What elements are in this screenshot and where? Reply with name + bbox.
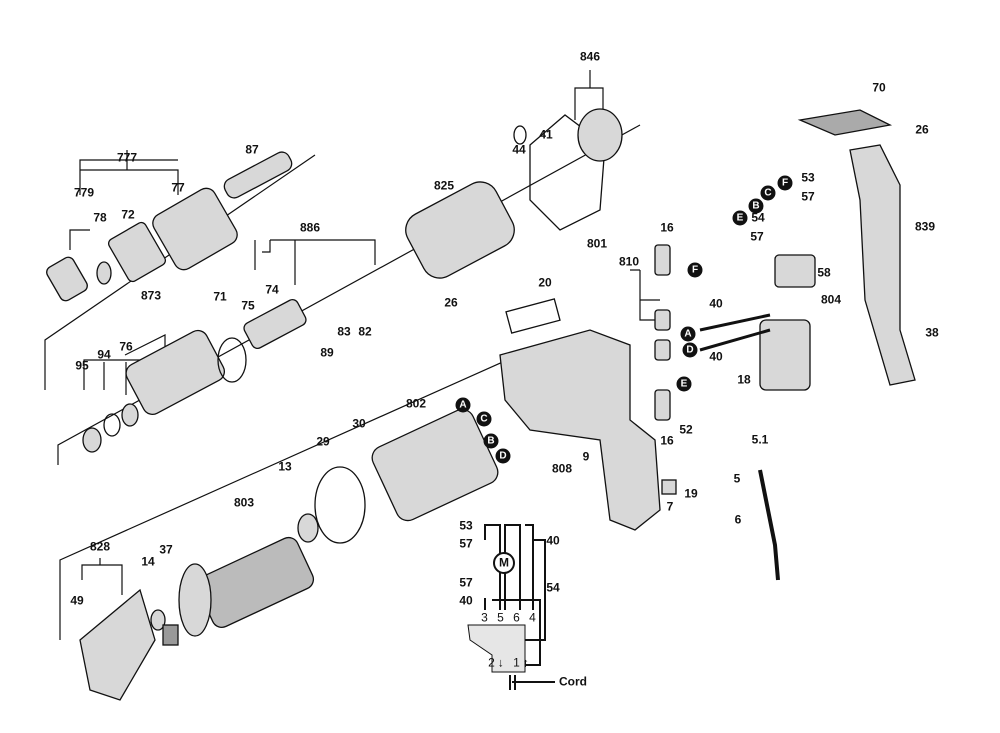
part-number-label: 40	[709, 349, 723, 364]
part-number-label: 70	[872, 80, 886, 95]
part-number-label: 77	[171, 180, 185, 195]
part-number-label: 78	[93, 210, 107, 225]
part-number-label: 30	[352, 416, 366, 431]
part-number-label: 6	[734, 512, 742, 527]
part-number-label: 803	[233, 495, 255, 510]
part-number-label: 14	[141, 554, 155, 569]
connector-letter-badge: F	[777, 175, 793, 191]
part-number-label: 801	[586, 236, 608, 251]
connector-letter-badge: D	[682, 342, 698, 358]
part-number-label: 89	[320, 345, 334, 360]
part-number-label: 839	[914, 219, 936, 234]
part-number-label: 846	[579, 49, 601, 64]
motor-symbol-label: M	[499, 555, 509, 570]
part-number-label: 779	[73, 185, 95, 200]
part-number-label: 7	[666, 499, 674, 514]
wiring-label: 40	[459, 593, 473, 608]
part-number-label: 57	[801, 189, 815, 204]
part-number-label: 16	[660, 220, 674, 235]
wiring-schematic	[467, 524, 555, 690]
connector-letter-badge: C	[476, 411, 492, 427]
part-number-label: 5.1	[751, 432, 769, 447]
part-number-label: 95	[75, 358, 89, 373]
part-number-label: 810	[618, 254, 640, 269]
part-number-label: 44	[512, 142, 526, 157]
connector-letter-badge: B	[483, 433, 499, 449]
part-number-label: 873	[140, 288, 162, 303]
connector-letter-badge: E	[732, 210, 748, 226]
part-number-label: 13	[278, 459, 292, 474]
part-number-label: 58	[817, 265, 831, 280]
part-number-label: 29	[316, 434, 330, 449]
part-number-label: 26	[444, 295, 458, 310]
part-number-label: 41	[539, 127, 553, 142]
part-number-label: 19	[684, 486, 698, 501]
part-number-label: 5	[733, 471, 741, 486]
part-number-label: 802	[405, 396, 427, 411]
panel-line-bottom	[59, 351, 526, 640]
part-number-label: 40	[709, 296, 723, 311]
wiring-label: 40	[546, 533, 560, 548]
part-number-label: 9	[582, 449, 590, 464]
part-number-label: 804	[820, 292, 842, 307]
connector-letter-badge: C	[760, 185, 776, 201]
wiring-label: 53	[459, 518, 473, 533]
part-number-label: 808	[551, 461, 573, 476]
connector-letter-badge: A	[455, 397, 471, 413]
part-number-label: 16	[660, 433, 674, 448]
part-number-label: 49	[70, 593, 84, 608]
connector-letter-badge: B	[748, 198, 764, 214]
part-number-label: 53	[801, 170, 815, 185]
part-number-label: 74	[265, 282, 279, 297]
part-number-label: 18	[737, 372, 751, 387]
part-number-label: 75	[241, 298, 255, 313]
connector-letter-badge: A	[680, 326, 696, 342]
switch-terminal-numbers: 2↓ 1↑	[488, 655, 532, 670]
part-number-label: 825	[433, 178, 455, 193]
wiring-label: 57	[459, 575, 473, 590]
part-number-label: 54	[751, 210, 765, 225]
part-number-label: 82	[358, 324, 372, 339]
part-number-label: 828	[89, 539, 111, 554]
part-number-label: 57	[750, 229, 764, 244]
part-number-label: 886	[299, 220, 321, 235]
wiring-label: 54	[546, 580, 560, 595]
part-number-label: 20	[538, 275, 552, 290]
part-number-label: 37	[159, 542, 173, 557]
part-number-label: 52	[679, 422, 693, 437]
part-number-label: 72	[121, 207, 135, 222]
part-number-label: 76	[119, 339, 133, 354]
cord-label: Cord	[559, 674, 587, 689]
connector-letter-badge: E	[676, 376, 692, 392]
connector-letter-badge: F	[687, 262, 703, 278]
terminal-numbers: 3 5 6 4	[481, 610, 539, 625]
part-number-label: 83	[337, 324, 351, 339]
part-number-label: 38	[925, 325, 939, 340]
part-number-label: 94	[97, 347, 111, 362]
connector-letter-badge: D	[495, 448, 511, 464]
part-number-label: 777	[116, 150, 138, 165]
wiring-label: 57	[459, 536, 473, 551]
part-number-label: 71	[213, 289, 227, 304]
part-number-label: 87	[245, 142, 259, 157]
part-number-label: 26	[915, 122, 929, 137]
